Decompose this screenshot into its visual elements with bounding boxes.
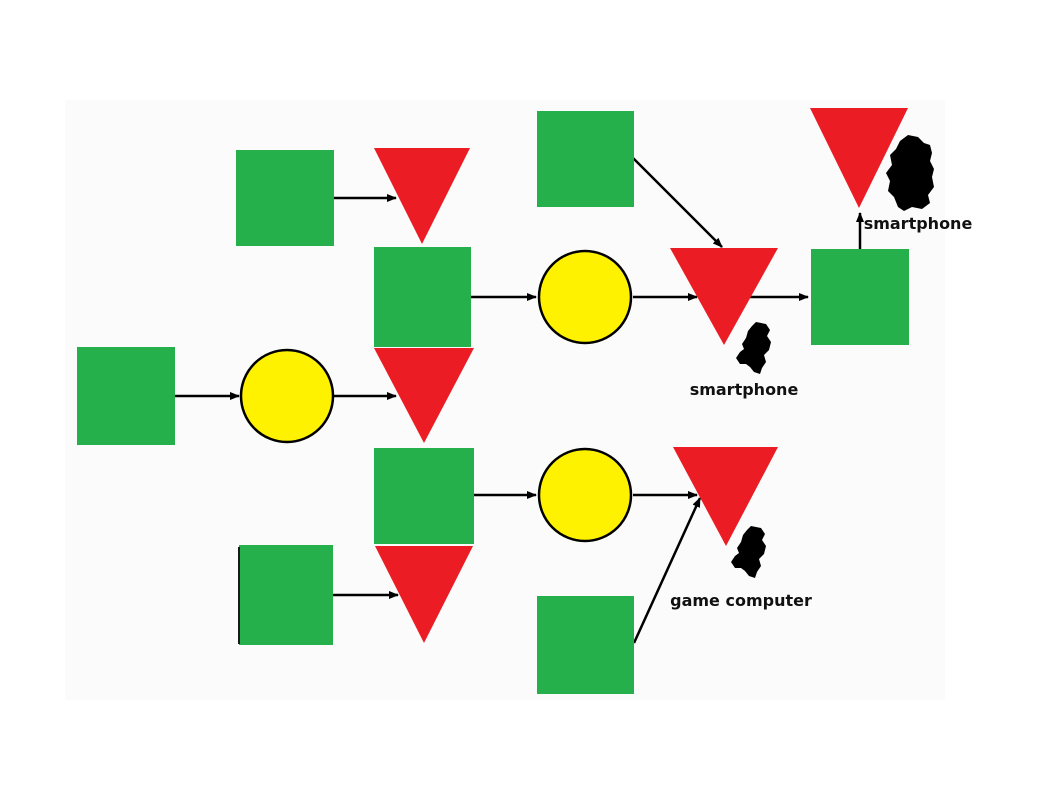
triangle-6 [375,546,473,643]
edge [632,497,702,644]
square-1 [236,150,334,246]
square-3 [374,247,471,347]
edges [175,157,864,644]
triangles [374,108,908,643]
triangle-1 [374,148,470,244]
square-7 [239,545,333,645]
square-2 [537,111,634,207]
square-5 [77,347,175,445]
triangle-3 [670,248,778,345]
square-4 [811,249,909,345]
circle-3 [537,447,633,543]
triangle-2 [810,108,908,208]
circle-2 [239,348,335,444]
triangle-4 [374,348,474,443]
label-smartphone-netherlands: smartphone [690,380,799,399]
circle-1 [537,249,633,345]
squares [77,111,909,694]
triangle-5 [673,447,778,546]
label-smartphone-germany: smartphone [864,214,973,233]
diagram-background [65,100,945,700]
square-8 [537,596,634,694]
circles [239,249,633,543]
label-game-computer-netherlands: game computer [670,591,812,610]
square-6 [374,448,474,544]
edge [632,157,723,248]
